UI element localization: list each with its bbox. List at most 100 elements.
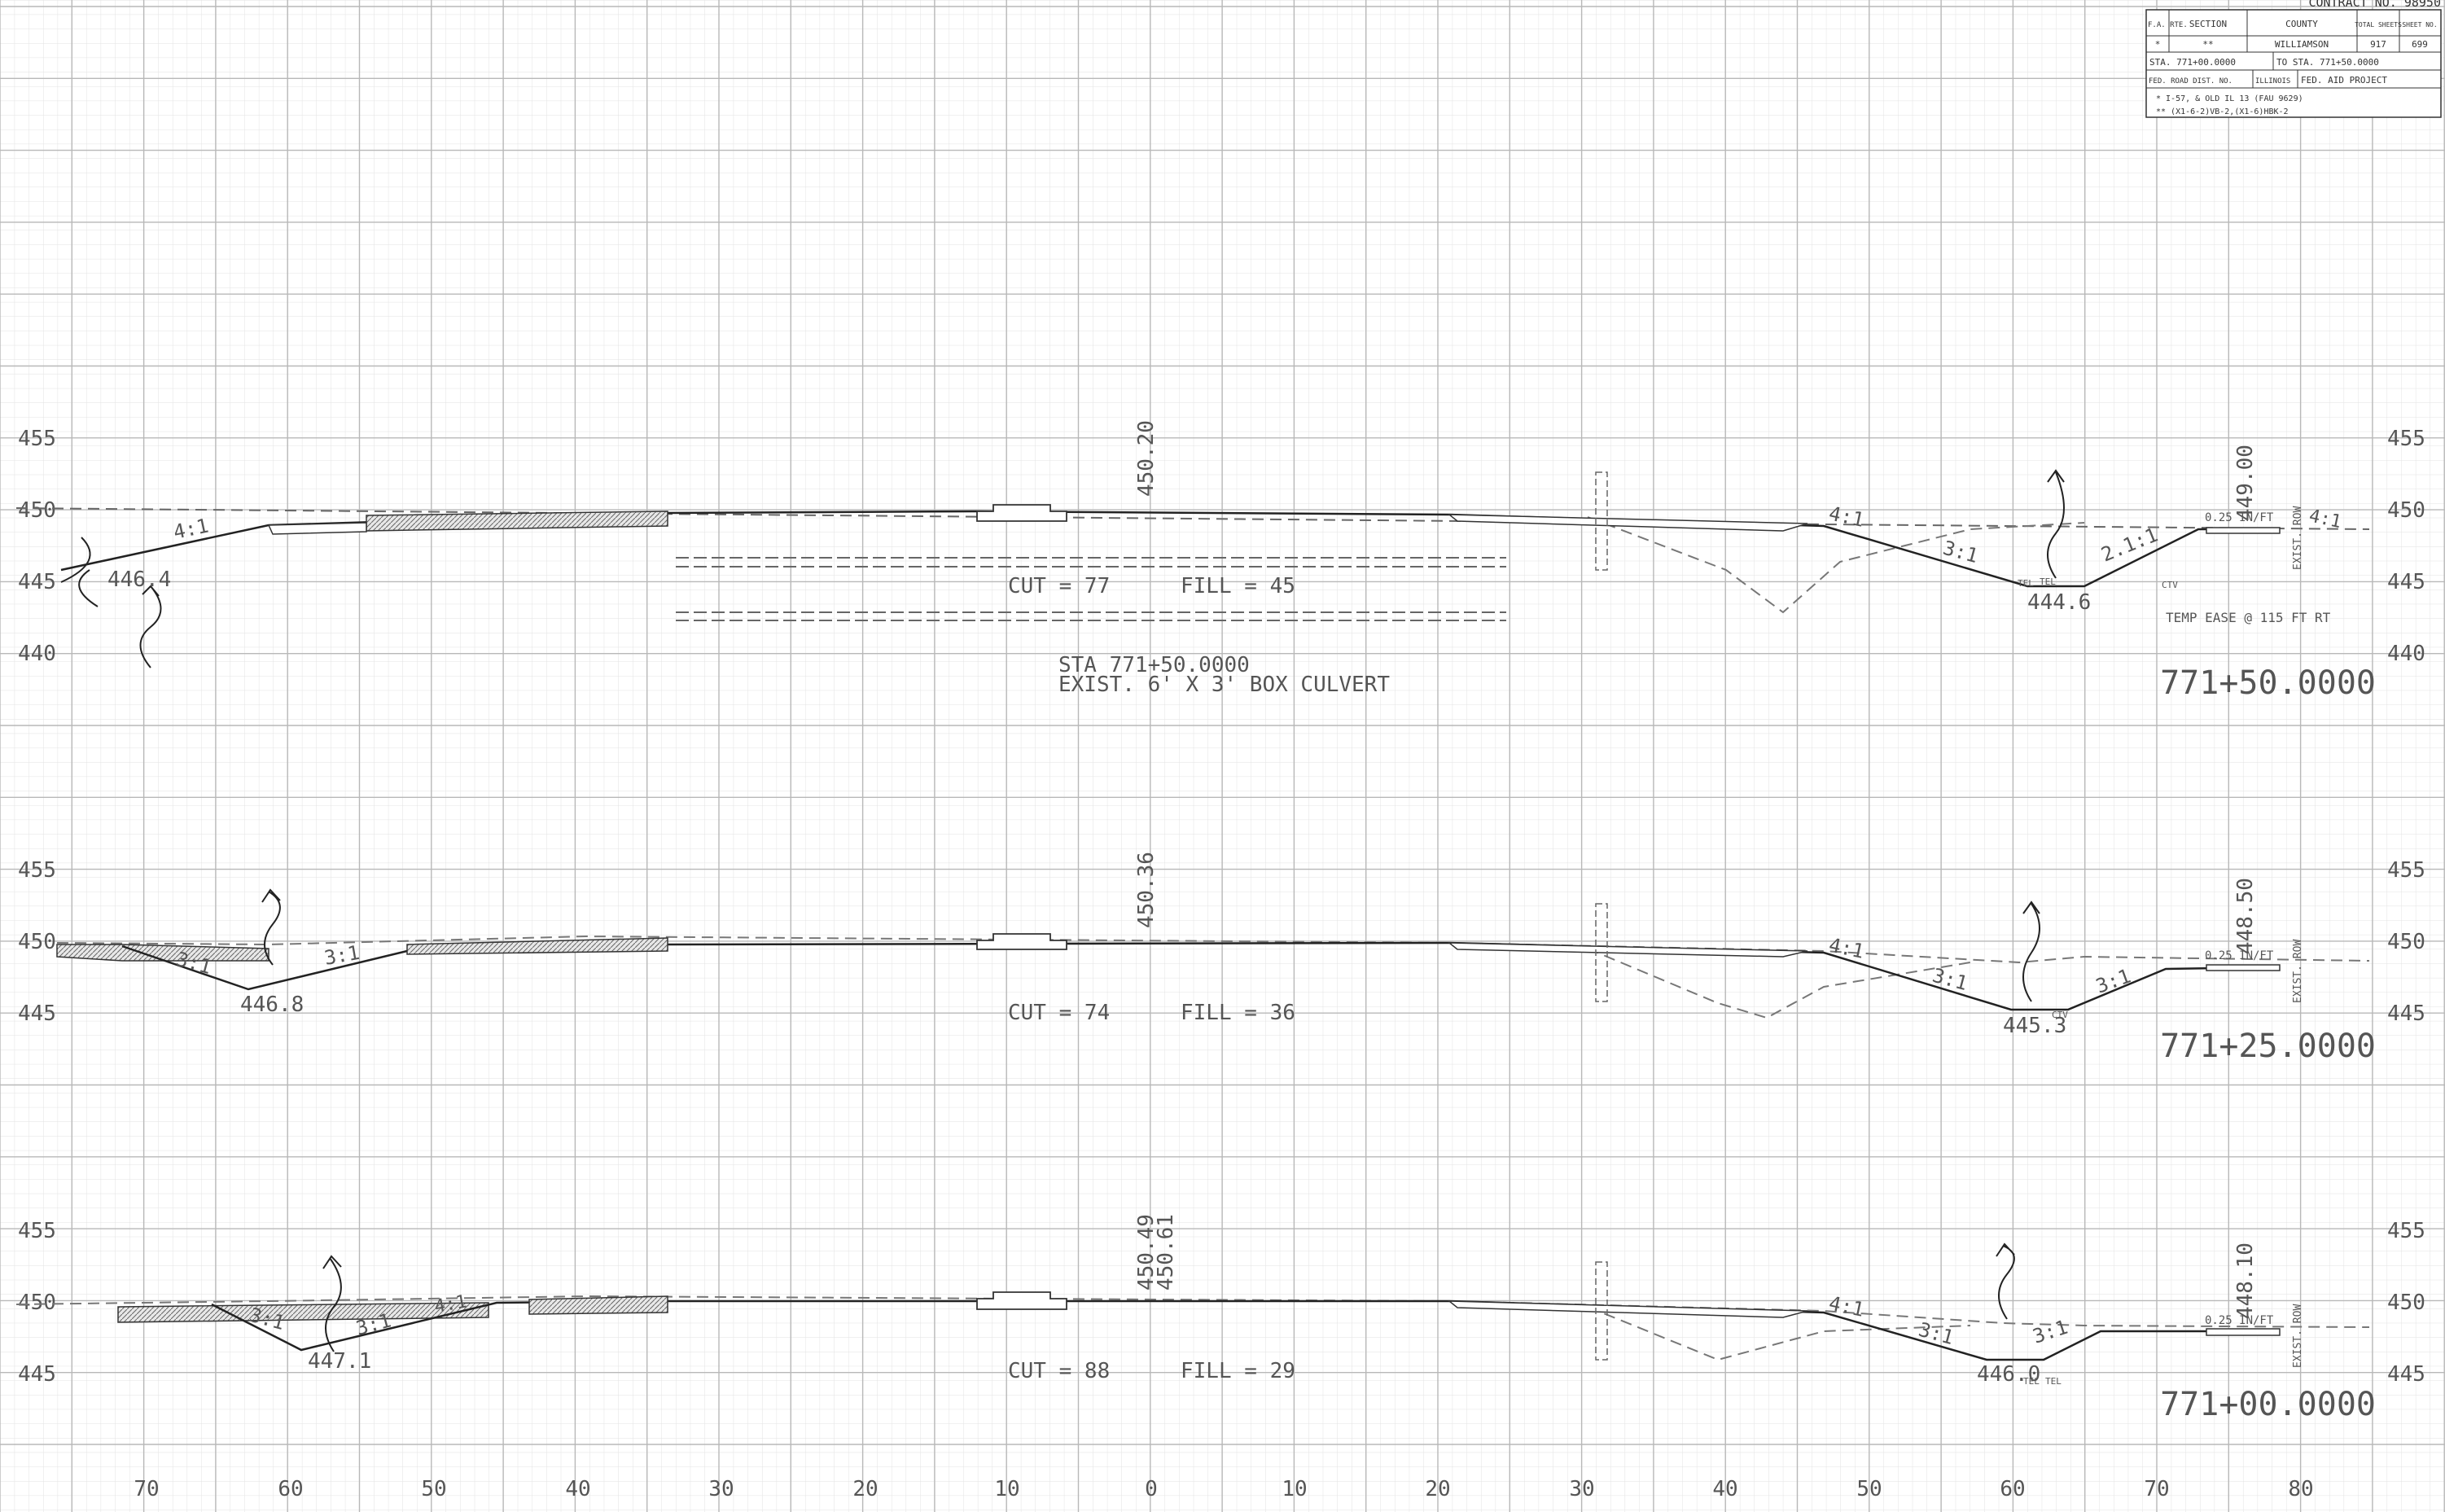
x-label-14: 60 <box>2000 1477 2025 1501</box>
edge-pavement <box>2206 527 2281 534</box>
x-label-16: 80 <box>2288 1477 2313 1501</box>
elev-label-445-right: 445 <box>2387 1001 2425 1026</box>
tb-sta-from: STA. 771+00.0000 <box>2149 57 2236 68</box>
edge-elevation: 448.50 <box>2233 878 2258 954</box>
row-label: EXIST. ROW <box>2292 940 2304 1003</box>
offset-axis: 70 60 50 40 30 20 10 0 10 20 30 40 50 60… <box>134 1477 2313 1501</box>
utility-ctv: CTV <box>2052 1010 2068 1020</box>
elev-label-450: 450 <box>18 1291 56 1315</box>
tb-header-section: SECTION <box>2189 19 2227 29</box>
elev-label-440-right: 440 <box>2387 642 2425 666</box>
elev-label-455-right: 455 <box>2387 858 2425 883</box>
utility-tel-2: TEL <box>2045 1376 2062 1387</box>
tb-value-sheet: 699 <box>2412 39 2428 50</box>
title-block: CONTRACT NO. 98950 F.A. RTE. SECTION COU… <box>2145 0 2442 118</box>
tb-note-1: * I-57, & OLD IL 13 (FAU 9629) <box>2156 94 2303 103</box>
existing-ditch-line <box>1587 516 2085 614</box>
low-point-right: 444.6 <box>2027 590 2091 615</box>
fill-hatch-mid <box>406 937 668 955</box>
elev-label-455-right: 455 <box>2387 427 2425 451</box>
x-label-6: 20 <box>852 1477 878 1501</box>
fill-hatch-left <box>117 1302 489 1323</box>
cut-value: CUT = 88 <box>1008 1359 1110 1383</box>
low-point-left: 447.1 <box>308 1349 371 1374</box>
cross-section-771-25: 455 450 445 455 450 445 450.36 CUT = 74 … <box>18 852 2425 1065</box>
flow-arrow-left-2 <box>60 537 99 607</box>
elevation-labels: 455 450 445 440 455 450 445 440 <box>18 427 2425 666</box>
flow-arrow-left <box>322 1255 342 1352</box>
flow-arrow-left <box>139 585 162 668</box>
centerline-barrier <box>976 1291 1067 1310</box>
x-label-5: 30 <box>708 1477 734 1501</box>
elev-label-445-right: 445 <box>2387 1362 2425 1387</box>
culvert-station: STA 771+50.0000 <box>1058 653 1250 677</box>
centerline-elevation: 450.49 <box>1134 1214 1159 1291</box>
tb-header-total: TOTAL SHEETS <box>2355 21 2402 28</box>
utility-pedestal <box>1595 903 1608 1002</box>
tb-sta-to: TO STA. 771+50.0000 <box>2276 57 2379 68</box>
fill-value: FILL = 45 <box>1181 574 1295 598</box>
x-label-10: 20 <box>1425 1477 1450 1501</box>
pavement-slope: 0.25 IN/FT <box>2205 511 2274 524</box>
tb-header-county: COUNTY <box>2285 19 2318 29</box>
elev-label-455: 455 <box>18 858 56 883</box>
centerline-elevation: 450.20 <box>1134 420 1159 497</box>
utility-pedestal <box>1595 471 1608 571</box>
elev-label-445-right: 445 <box>2387 570 2425 594</box>
elev-label-445: 445 <box>18 1001 56 1026</box>
elev-label-440: 440 <box>18 642 56 666</box>
flow-arrow-right <box>1996 1242 2015 1320</box>
contract-number: CONTRACT NO. 98950 <box>2308 0 2441 10</box>
flow-arrow-left <box>261 888 281 966</box>
pavement-slope: 0.25 IN/FT <box>2205 1314 2274 1327</box>
x-label-11: 30 <box>1569 1477 1594 1501</box>
x-label-9: 10 <box>1282 1477 1307 1501</box>
x-label-4: 40 <box>565 1477 590 1501</box>
row-label: EXIST. ROW <box>2292 1304 2304 1368</box>
row-label: EXIST. ROW <box>2292 506 2304 570</box>
tb-state: ILLINOIS <box>2255 77 2290 85</box>
x-label-3: 50 <box>421 1477 446 1501</box>
centerline-barrier <box>976 504 1067 522</box>
x-label-13: 50 <box>1856 1477 1882 1501</box>
cut-value: CUT = 74 <box>1008 1001 1110 1025</box>
low-point-left: 446.8 <box>240 993 304 1017</box>
fill-value: FILL = 36 <box>1181 1001 1295 1025</box>
elevation-labels: 455 450 445 455 450 445 <box>18 858 2425 1026</box>
tb-header-rte: F.A. RTE. <box>2148 21 2188 29</box>
tb-fed-aid: FED. AID PROJECT <box>2301 75 2387 85</box>
tb-value-rte: * <box>2155 39 2161 50</box>
centerline-elevation: 450.36 <box>1134 852 1159 928</box>
existing-ditch-line <box>1587 1306 1971 1361</box>
x-label-2: 60 <box>278 1477 303 1501</box>
flow-arrow-right <box>2022 901 2040 1002</box>
low-point-left: 446.4 <box>107 568 171 592</box>
utility-ctv: CTV <box>2162 580 2178 590</box>
elev-label-450-right: 450 <box>2387 498 2425 523</box>
existing-ditch-line <box>1587 948 1971 1019</box>
utility-tel-2: TEL <box>2040 576 2056 587</box>
elev-label-445: 445 <box>18 1362 56 1387</box>
tb-value-county: WILLIAMSON <box>2275 39 2329 50</box>
shoulder-right <box>1447 1300 1808 1318</box>
centerline-barrier <box>976 933 1067 950</box>
fill-value: FILL = 29 <box>1181 1359 1295 1383</box>
fill-hatch-mid <box>528 1295 668 1315</box>
edge-elevation: 449.00 <box>2233 445 2258 521</box>
station-label: 771+50.0000 <box>2160 664 2376 702</box>
edge-pavement <box>2206 1328 2281 1336</box>
tb-value-total: 917 <box>2370 39 2386 50</box>
low-point-right: 445.3 <box>2003 1014 2066 1038</box>
shoulder-left <box>267 522 367 535</box>
elev-label-450-right: 450 <box>2387 1291 2425 1315</box>
x-label-1: 70 <box>134 1477 159 1501</box>
box-culvert-top <box>676 557 1506 568</box>
utility-tel-1: TEL <box>2018 578 2034 589</box>
low-point-right: 446.0 <box>1977 1362 2040 1387</box>
shoulder-right <box>1447 514 1808 532</box>
tb-fed-road: FED. ROAD DIST. NO. <box>2149 77 2232 85</box>
edge-elevation: 448.10 <box>2233 1242 2258 1319</box>
tb-note-2: ** (X1-6-2)VB-2,(X1-6)HBK-2 <box>2156 107 2289 116</box>
fill-hatch-left <box>56 944 269 962</box>
